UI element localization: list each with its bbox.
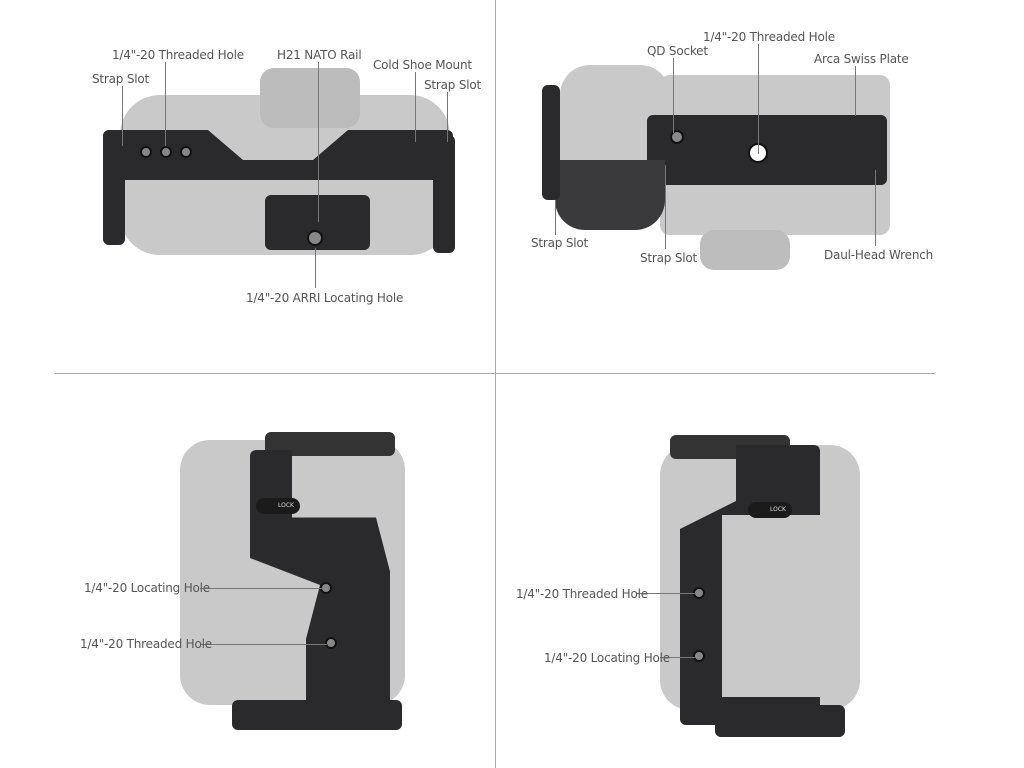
label-arri-locating-hole: 1/4"-20 ARRI Locating Hole bbox=[246, 291, 404, 305]
cage-grip-wrap bbox=[555, 160, 665, 230]
label-locating-hole: 1/4"-20 Locating Hole bbox=[544, 651, 670, 665]
cage-right-side bbox=[433, 135, 455, 253]
locating-hole bbox=[693, 650, 705, 662]
arri-locating-hole bbox=[307, 230, 323, 246]
label-threaded-hole: 1/4"-20 Threaded Hole bbox=[112, 48, 244, 62]
cage-left-side bbox=[542, 85, 560, 200]
label-cold-shoe-mount: Cold Shoe Mount bbox=[373, 58, 472, 72]
label-strap-slot: Strap Slot bbox=[424, 78, 482, 92]
threaded-hole bbox=[180, 146, 192, 158]
label-threaded-hole: 1/4"-20 Threaded Hole bbox=[703, 30, 835, 44]
label-strap-slot: Strap Slot bbox=[531, 236, 589, 250]
vertical-divider bbox=[495, 0, 496, 768]
label-qd-socket: QD Socket bbox=[647, 44, 708, 58]
label-arca-swiss-plate: Arca Swiss Plate bbox=[814, 52, 909, 66]
lock-text: LOCK bbox=[770, 506, 786, 513]
threaded-hole bbox=[140, 146, 152, 158]
lock-indicator: LOCK bbox=[748, 502, 792, 518]
label-threaded-hole: 1/4"-20 Threaded Hole bbox=[516, 587, 648, 601]
label-locating-hole: 1/4"-20 Locating Hole bbox=[84, 581, 210, 595]
camera-eyecup bbox=[700, 230, 790, 270]
cage-base bbox=[232, 700, 402, 730]
camera-viewfinder bbox=[260, 68, 360, 128]
label-nato-rail: H21 NATO Rail bbox=[277, 48, 362, 62]
threaded-hole bbox=[160, 146, 172, 158]
qd-socket bbox=[670, 130, 684, 144]
label-strap-slot: Strap Slot bbox=[92, 72, 150, 86]
label-dual-head-wrench: Daul-Head Wrench bbox=[824, 248, 934, 262]
threaded-hole bbox=[325, 637, 337, 649]
lock-indicator: LOCK bbox=[256, 498, 300, 514]
lock-text: LOCK bbox=[278, 502, 294, 509]
label-threaded-hole: 1/4"-20 Threaded Hole bbox=[80, 637, 212, 651]
cage-base bbox=[715, 705, 845, 737]
cage-left-side bbox=[103, 130, 125, 245]
horizontal-divider bbox=[55, 373, 935, 374]
label-strap-slot: Strap Slot bbox=[640, 251, 698, 265]
